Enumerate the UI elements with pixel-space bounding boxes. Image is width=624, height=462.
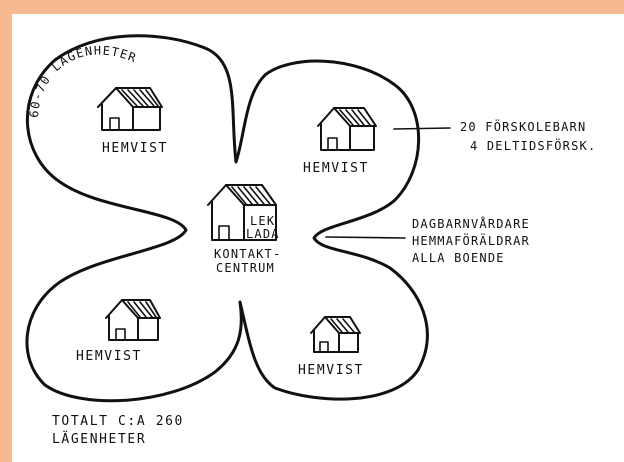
house-label: HEMVIST xyxy=(102,141,168,156)
annotation-mid-line2: HEMMAFÖRÄLDRAR xyxy=(412,232,530,248)
clover-outline xyxy=(25,34,429,403)
center-house-icon xyxy=(207,184,277,241)
center-caption-line2: CENTRUM xyxy=(216,261,275,275)
house-icon xyxy=(105,299,161,341)
annotation-top-line2: 4 DELTIDSFÖRSK. xyxy=(470,137,596,153)
annotation-mid-line3: ALLA BOENDE xyxy=(412,251,505,265)
house-label: HEMVIST xyxy=(303,161,369,176)
total-line2: LÄGENHETER xyxy=(52,431,146,447)
house-icon xyxy=(310,316,361,353)
leader-line-mid xyxy=(325,236,406,239)
center-sign-line2: LADA xyxy=(246,227,280,241)
center-caption-line1: KONTAKT- xyxy=(214,247,281,261)
house-label: HEMVIST xyxy=(298,363,364,378)
top-arc-label: 60-70 LÄGENHETER xyxy=(27,43,139,118)
house-icon xyxy=(97,87,163,131)
center-sign-line1: LEK xyxy=(250,214,275,228)
annotation-mid-line1: DAGBARNVÅRDARE xyxy=(412,216,530,231)
leader-line-top xyxy=(393,127,451,130)
annotation-top-line1: 20 FÖRSKOLEBARN xyxy=(460,118,586,134)
total-line1: TOTALT C:A 260 xyxy=(52,414,184,429)
house-label: HEMVIST xyxy=(76,349,142,364)
house-icon xyxy=(317,107,377,151)
